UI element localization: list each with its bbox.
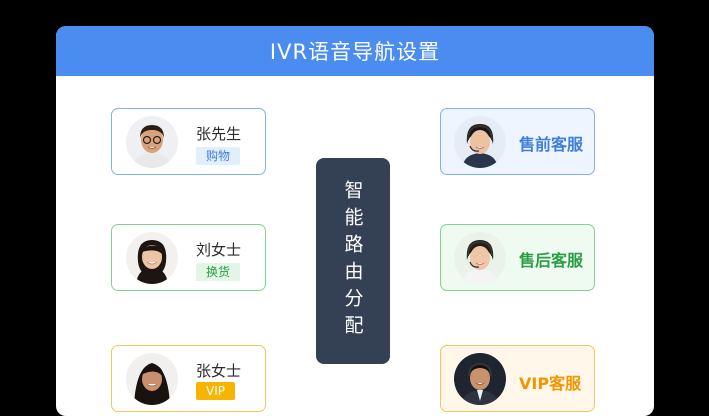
customer-avatar-icon [126,353,178,405]
agent-label: 售前客服 [519,135,584,154]
customer-card-2[interactable]: 刘女士 换货 [111,224,266,291]
customer-avatar-icon [126,116,178,168]
customer-card-1[interactable]: 张先生 购物 [111,108,266,175]
page-title: IVR语音导航设置 [56,26,654,76]
customer-name: 张女士 [196,362,242,380]
customer-tag: VIP [196,382,235,400]
agent-card-presales[interactable]: 售前客服 [440,108,595,175]
agent-avatar-icon [454,353,506,405]
agent-card-aftersales[interactable]: 售后客服 [440,224,595,291]
agent-card-vip[interactable]: VIP客服 [440,345,595,412]
hub-label: 智能路由分配 [341,180,364,342]
customer-tag: 换货 [196,263,241,281]
agent-avatar-icon [454,232,506,284]
customer-avatar-icon [126,232,178,284]
customer-card-3[interactable]: 张女士 VIP [111,345,266,412]
routing-hub: 智能路由分配 [316,158,390,364]
agent-avatar-icon [454,116,506,168]
customer-name: 张先生 [196,125,242,143]
customer-name: 刘女士 [196,241,242,259]
agent-label: 售后客服 [519,251,584,270]
customer-tag: 购物 [196,147,241,165]
agent-label: VIP客服 [519,374,582,393]
